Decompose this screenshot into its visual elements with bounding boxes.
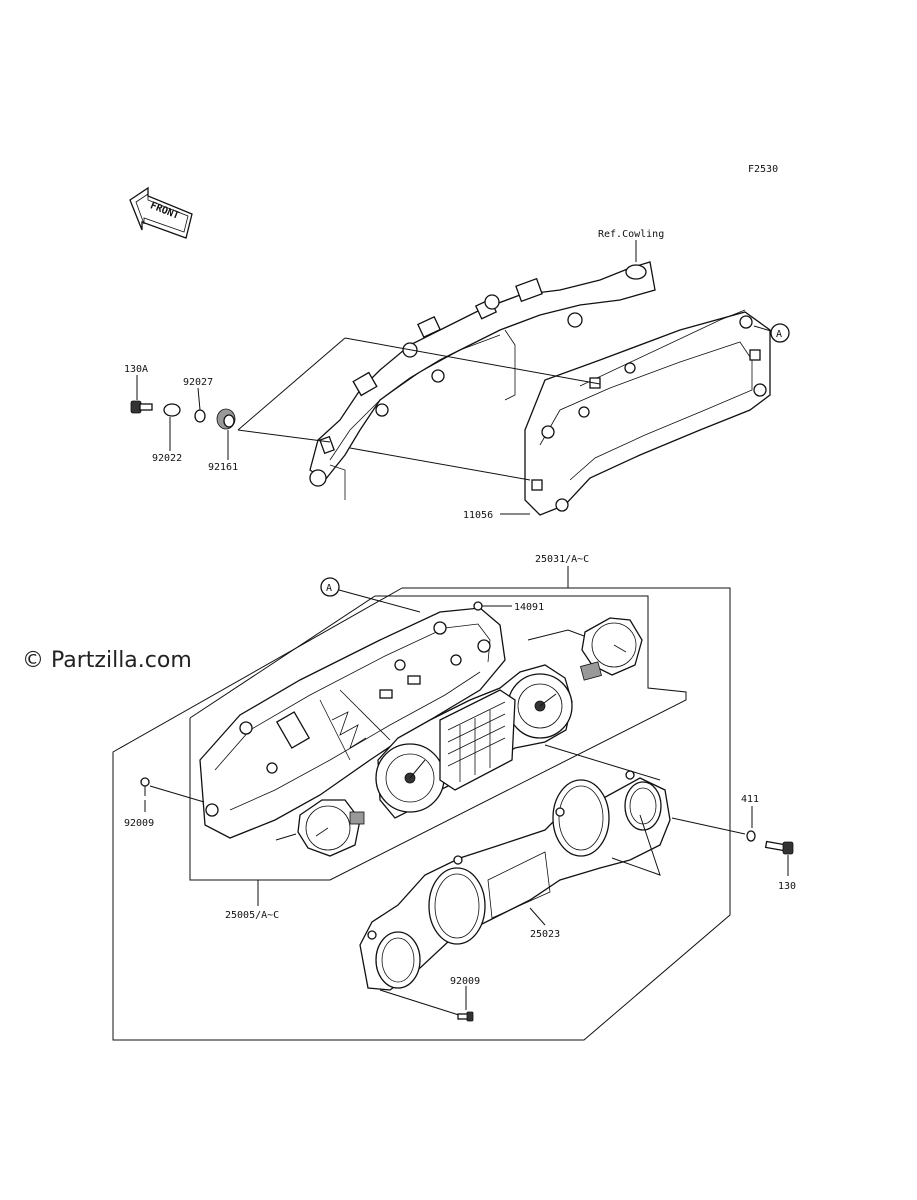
screw-14091-icon (473, 601, 483, 611)
part-92027: 92027 (183, 377, 213, 388)
panel-bracket-11056 (524, 309, 771, 516)
leader-cover-top (544, 744, 661, 781)
washer-411-icon (746, 830, 756, 842)
bolt-130A-icon (130, 400, 153, 414)
gauge-small-lower-icon (297, 799, 365, 857)
leader-cover-screw (671, 817, 746, 835)
part-130: 130 (778, 881, 796, 892)
washer-92022-icon (163, 403, 181, 417)
watermark: © Partzilla.com (22, 648, 192, 673)
leader-25023 (529, 907, 546, 926)
part-14091: 14091 (514, 602, 544, 613)
meter-housing (199, 607, 506, 839)
leader-92009-bottom-1 (379, 989, 463, 1017)
part-130A: 130A (124, 364, 148, 375)
screw-130-icon (764, 840, 794, 855)
leader-upper-gauge (527, 629, 585, 641)
assembly-25031-outline (112, 587, 731, 1041)
part-411: 411 (741, 794, 759, 805)
gauge-small-upper-icon (580, 617, 643, 681)
ref-cowling-label: Ref.Cowling (598, 229, 664, 240)
meter-unit (375, 664, 573, 819)
leader-frame-bracket-3 (349, 447, 531, 481)
leader-frame-bracket-2 (237, 337, 346, 431)
part-25005: 25005/A~C (225, 910, 279, 921)
callout-a-top (770, 323, 790, 343)
screw-92009-bottom-icon (457, 1011, 474, 1022)
leader-92009-left-1 (149, 785, 205, 803)
callout-a-bottom-leader (338, 589, 421, 613)
grommet-92161-icon (216, 408, 236, 430)
meter-bracket-frame (309, 261, 656, 500)
leader-grommet (237, 429, 331, 443)
part-11056: 11056 (463, 510, 493, 521)
leader-frame-bracket-1 (344, 337, 601, 385)
meter-cover-25023 (359, 770, 671, 991)
callout-a-bottom (320, 577, 340, 597)
assembly-25005-outline (189, 595, 687, 881)
callout-a-top-label: A (776, 329, 782, 340)
part-25023: 25023 (530, 929, 560, 940)
leader-cover-right (611, 814, 661, 876)
callout-a-top-leader (753, 325, 772, 332)
screw-92009-left-icon (140, 777, 150, 796)
part-92009-bottom: 92009 (450, 976, 480, 987)
callout-a-bottom-label: A (326, 583, 332, 594)
leader-92027 (197, 387, 201, 411)
part-92022: 92022 (152, 453, 182, 464)
diagram-id: F2530 (748, 164, 778, 175)
leader-lower-gauge (275, 833, 297, 841)
part-92161: 92161 (208, 462, 238, 473)
front-arrow-icon: FRONT (129, 186, 193, 239)
part-25031: 25031/A~C (535, 554, 589, 565)
collar-92027-icon (194, 409, 206, 423)
part-92009-left: 92009 (124, 818, 154, 829)
